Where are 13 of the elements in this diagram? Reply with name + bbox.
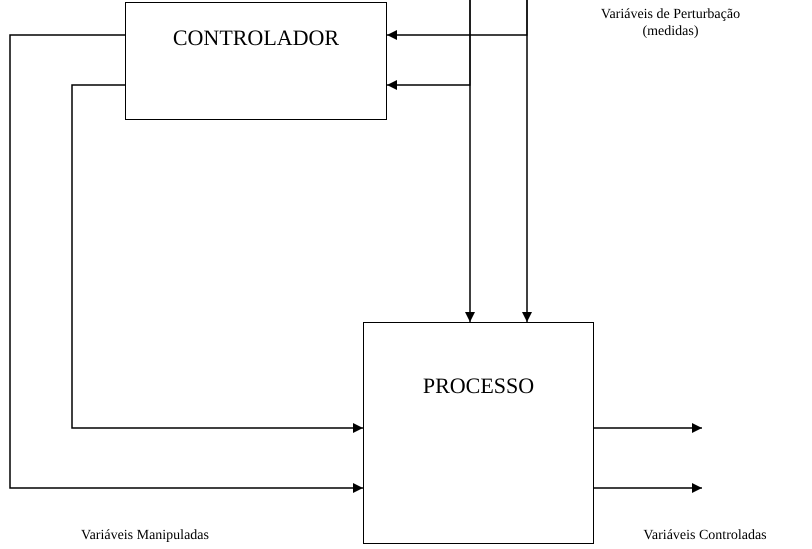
box-label: PROCESSO [422, 373, 534, 399]
box-label: CONTROLADOR [172, 25, 340, 51]
arrow [9, 34, 363, 493]
process-box [125, 2, 387, 120]
arrow [594, 423, 702, 433]
annotation-text: Variáveis Controladas [642, 527, 768, 544]
arrow [594, 483, 702, 493]
arrow [71, 84, 363, 433]
annotation-text: Variáveis Manipuladas [80, 527, 210, 544]
arrow [522, 0, 532, 322]
annotation-text: Variáveis de Perturbação (medidas) [600, 6, 742, 40]
process-box [363, 322, 594, 544]
arrow [465, 0, 475, 322]
